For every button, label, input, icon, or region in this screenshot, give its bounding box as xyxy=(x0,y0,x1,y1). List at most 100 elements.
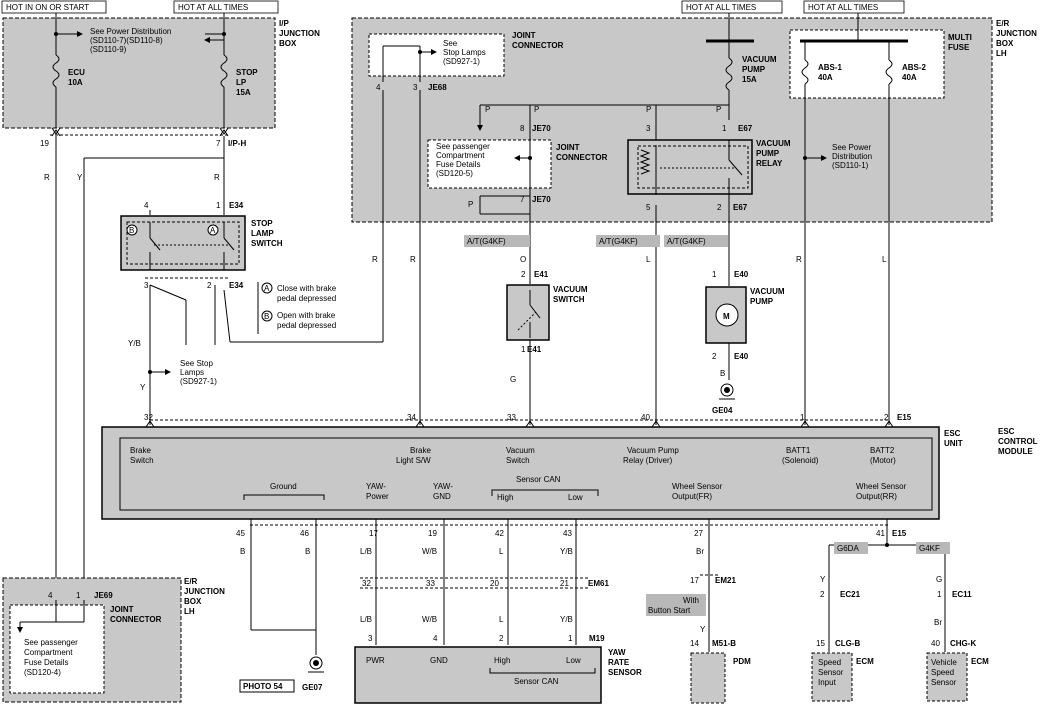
svg-text:PUMP: PUMP xyxy=(742,65,766,74)
svg-text:With: With xyxy=(683,596,699,605)
svg-text:JUNCTION: JUNCTION xyxy=(184,587,225,596)
svg-text:JOINT: JOINT xyxy=(556,143,580,152)
fuse-icon xyxy=(801,59,809,85)
hot-at-all-times-label: HOT AT ALL TIMES xyxy=(178,3,248,12)
svg-text:GE04: GE04 xyxy=(712,406,733,415)
svg-text:JUNCTION: JUNCTION xyxy=(996,29,1037,38)
svg-text:Y/B: Y/B xyxy=(560,547,573,556)
svg-text:CONNECTOR: CONNECTOR xyxy=(110,615,162,624)
svg-text:M: M xyxy=(723,312,730,321)
svg-text:O: O xyxy=(520,255,526,264)
svg-text:L/B: L/B xyxy=(360,615,372,624)
svg-text:CHG-K: CHG-K xyxy=(950,639,976,648)
svg-text:Light S/W: Light S/W xyxy=(396,456,431,465)
svg-text:Output(FR): Output(FR) xyxy=(672,492,712,501)
svg-text:Vacuum: Vacuum xyxy=(506,446,535,455)
svg-text:Br: Br xyxy=(696,547,704,556)
svg-text:40: 40 xyxy=(931,639,940,648)
svg-text:Stop Lamps: Stop Lamps xyxy=(443,48,486,57)
svg-text:LP: LP xyxy=(236,78,247,87)
svg-text:Close with brake: Close with brake xyxy=(277,284,337,293)
svg-text:GE07: GE07 xyxy=(302,683,323,692)
svg-text:I/P: I/P xyxy=(279,19,289,28)
svg-text:4: 4 xyxy=(144,201,149,210)
svg-text:See passenger: See passenger xyxy=(436,142,490,151)
svg-text:Y/B: Y/B xyxy=(128,339,141,348)
svg-text:JOINT: JOINT xyxy=(512,31,536,40)
svg-text:21: 21 xyxy=(560,579,569,588)
svg-text:JE70: JE70 xyxy=(532,124,551,133)
svg-text:(Motor): (Motor) xyxy=(870,456,896,465)
svg-text:A/T(G4KF): A/T(G4KF) xyxy=(667,237,706,246)
svg-text:YAW-: YAW- xyxy=(433,482,453,491)
svg-text:Open with brake: Open with brake xyxy=(277,311,336,320)
svg-text:CONNECTOR: CONNECTOR xyxy=(556,153,608,162)
svg-text:ABS-1: ABS-1 xyxy=(818,63,843,72)
svg-text:YAW-: YAW- xyxy=(366,482,386,491)
svg-text:17: 17 xyxy=(369,529,378,538)
svg-text:E67: E67 xyxy=(733,203,748,212)
svg-text:15: 15 xyxy=(816,639,825,648)
svg-text:Sensor CAN: Sensor CAN xyxy=(514,677,559,686)
svg-text:See passenger: See passenger xyxy=(24,638,78,647)
svg-text:(SD120-4): (SD120-4) xyxy=(24,668,61,677)
svg-text:5: 5 xyxy=(646,203,651,212)
svg-text:2: 2 xyxy=(499,634,504,643)
svg-text:(SD110-1): (SD110-1) xyxy=(832,161,869,170)
vacuum-pump-relay xyxy=(627,139,753,195)
relay-coil-icon xyxy=(639,149,651,175)
svg-text:8: 8 xyxy=(520,124,525,133)
motor-icon xyxy=(715,303,739,327)
svg-text:3: 3 xyxy=(368,634,373,643)
svg-text:Y/B: Y/B xyxy=(560,615,573,624)
svg-text:Y: Y xyxy=(820,575,826,584)
svg-text:Input: Input xyxy=(818,678,837,687)
er-junction-box-lh: E/R JUNCTION BOX LH JOINT CONNECTOR See … xyxy=(351,13,1037,223)
svg-text:pedal depressed: pedal depressed xyxy=(277,294,336,303)
svg-text:Relay (Driver): Relay (Driver) xyxy=(623,456,673,465)
svg-text:JUNCTION: JUNCTION xyxy=(279,29,320,38)
svg-text:High: High xyxy=(494,656,510,665)
svg-text:W/B: W/B xyxy=(422,615,437,624)
wire-color-labels: R Y R R R O L B R L Y/B Y G xyxy=(44,173,887,392)
svg-text:32: 32 xyxy=(362,579,371,588)
svg-text:4: 4 xyxy=(48,591,53,600)
svg-text:E/R: E/R xyxy=(996,19,1010,28)
svg-text:43: 43 xyxy=(563,529,572,538)
svg-text:Y: Y xyxy=(140,383,146,392)
svg-text:2: 2 xyxy=(884,413,889,422)
svg-text:GND: GND xyxy=(430,656,448,665)
svg-text:15A: 15A xyxy=(742,75,757,84)
svg-text:Low: Low xyxy=(566,656,581,665)
svg-text:Power: Power xyxy=(366,492,389,501)
svg-text:Sensor CAN: Sensor CAN xyxy=(516,475,561,484)
svg-text:Vacuum Pump: Vacuum Pump xyxy=(627,446,679,455)
svg-text:E40: E40 xyxy=(734,270,749,279)
svg-text:P: P xyxy=(485,105,490,114)
svg-text:P: P xyxy=(468,200,473,209)
svg-text:17: 17 xyxy=(690,576,699,585)
svg-text:Speed: Speed xyxy=(818,658,841,667)
svg-text:41: 41 xyxy=(876,529,885,538)
svg-text:15A: 15A xyxy=(236,88,251,97)
svg-text:EC11: EC11 xyxy=(952,590,972,599)
svg-text:Fuse Details: Fuse Details xyxy=(436,160,480,169)
svg-text:BATT2: BATT2 xyxy=(870,446,895,455)
svg-text:Vehicle: Vehicle xyxy=(931,658,957,667)
svg-text:Switch: Switch xyxy=(506,456,530,465)
svg-text:CONNECTOR: CONNECTOR xyxy=(512,41,564,50)
svg-text:JE69: JE69 xyxy=(94,591,113,600)
supply-labels: HOT IN ON OR START HOT AT ALL TIMES HOT … xyxy=(1,0,905,14)
svg-text:G4KF: G4KF xyxy=(919,544,940,553)
svg-text:L: L xyxy=(499,615,504,624)
svg-text:Speed: Speed xyxy=(931,668,954,677)
svg-text:UNIT: UNIT xyxy=(944,439,963,448)
svg-text:VACUUM: VACUUM xyxy=(756,139,791,148)
svg-text:I/P-H: I/P-H xyxy=(228,139,246,148)
svg-text:A: A xyxy=(210,226,216,235)
svg-text:A/T(G4KF): A/T(G4KF) xyxy=(467,237,506,246)
svg-text:1: 1 xyxy=(712,270,717,279)
svg-text:40: 40 xyxy=(641,413,650,422)
fuse-icon xyxy=(52,54,60,88)
svg-text:10A: 10A xyxy=(68,78,83,87)
